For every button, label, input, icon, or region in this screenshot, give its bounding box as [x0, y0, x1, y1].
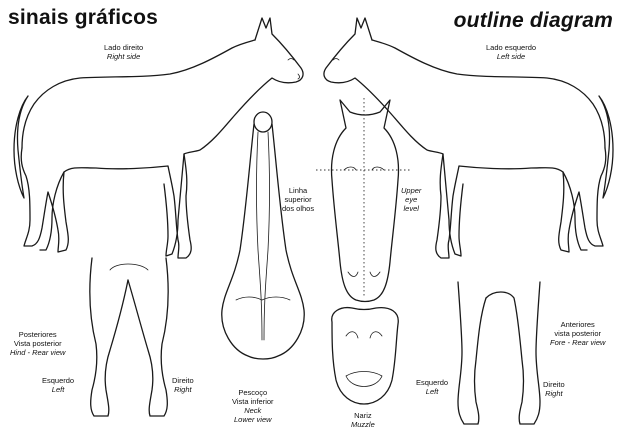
fore-legs-rear-view-outline — [458, 282, 540, 424]
label-hind-pt2: Vista posterior — [10, 339, 65, 348]
neck-lower-view-outline — [222, 112, 304, 359]
label-left-side-en: Left side — [486, 52, 536, 61]
label-fore-left-pt: Esquerdo — [416, 378, 448, 387]
label-hind-left-en: Left — [42, 385, 74, 394]
horse-right-side-outline — [14, 18, 303, 258]
label-fore-pt1: Anteriores — [550, 320, 605, 329]
label-neck-en1: Neck — [232, 406, 274, 415]
label-muzzle-pt: Nariz — [351, 411, 375, 420]
label-upper-eye-1: Upper — [401, 186, 421, 195]
label-hind-right-pt: Direito — [172, 376, 194, 385]
label-right-side-en: Right side — [104, 52, 143, 61]
label-hind-right: Direito Right — [172, 376, 194, 394]
label-upper-eye-level: Upper eye level — [401, 186, 421, 213]
label-right-side: Lado direito Right side — [104, 43, 143, 61]
label-fore-left: Esquerdo Left — [416, 378, 448, 396]
head-front-view-outline — [316, 98, 412, 302]
label-neck-pt2: Vista inferior — [232, 397, 274, 406]
label-fore-right: Direito Right — [543, 380, 565, 398]
label-muzzle-en: Muzzle — [351, 420, 375, 429]
label-fore-right-en: Right — [543, 389, 565, 398]
horse-left-side-outline — [324, 18, 613, 258]
label-muzzle: Nariz Muzzle — [351, 411, 375, 429]
label-hind-pt1: Posteriores — [10, 330, 65, 339]
label-upper-eye-3: level — [401, 204, 421, 213]
label-hind-left: Esquerdo Left — [42, 376, 74, 394]
label-left-side: Lado esquerdo Left side — [486, 43, 536, 61]
label-fore-pt2: vista posterior — [550, 329, 605, 338]
label-upper-eye-2: eye — [401, 195, 421, 204]
label-fore-en: Fore - Rear view — [550, 338, 605, 347]
muzzle-outline — [332, 308, 399, 404]
label-right-side-pt: Lado direito — [104, 43, 143, 52]
label-hind-right-en: Right — [172, 385, 194, 394]
label-eye-line-2: superior — [282, 195, 314, 204]
label-neck-pt1: Pescoço — [232, 388, 274, 397]
label-fore-left-en: Left — [416, 387, 448, 396]
label-fore-rear-view: Anteriores vista posterior Fore - Rear v… — [550, 320, 605, 347]
label-neck-lower-view: Pescoço Vista inferior Neck Lower view — [232, 388, 274, 424]
label-hind-left-pt: Esquerdo — [42, 376, 74, 385]
label-eye-line-3: dos olhos — [282, 204, 314, 213]
label-eye-line: Linha superior dos olhos — [282, 186, 314, 213]
label-eye-line-1: Linha — [282, 186, 314, 195]
label-hind-rear-view: Posteriores Vista posterior Hind - Rear … — [10, 330, 65, 357]
label-neck-en2: Lower view — [232, 415, 274, 424]
label-left-side-pt: Lado esquerdo — [486, 43, 536, 52]
hind-legs-rear-view-outline — [90, 258, 168, 416]
label-hind-en: Hind - Rear view — [10, 348, 65, 357]
label-fore-right-pt: Direito — [543, 380, 565, 389]
